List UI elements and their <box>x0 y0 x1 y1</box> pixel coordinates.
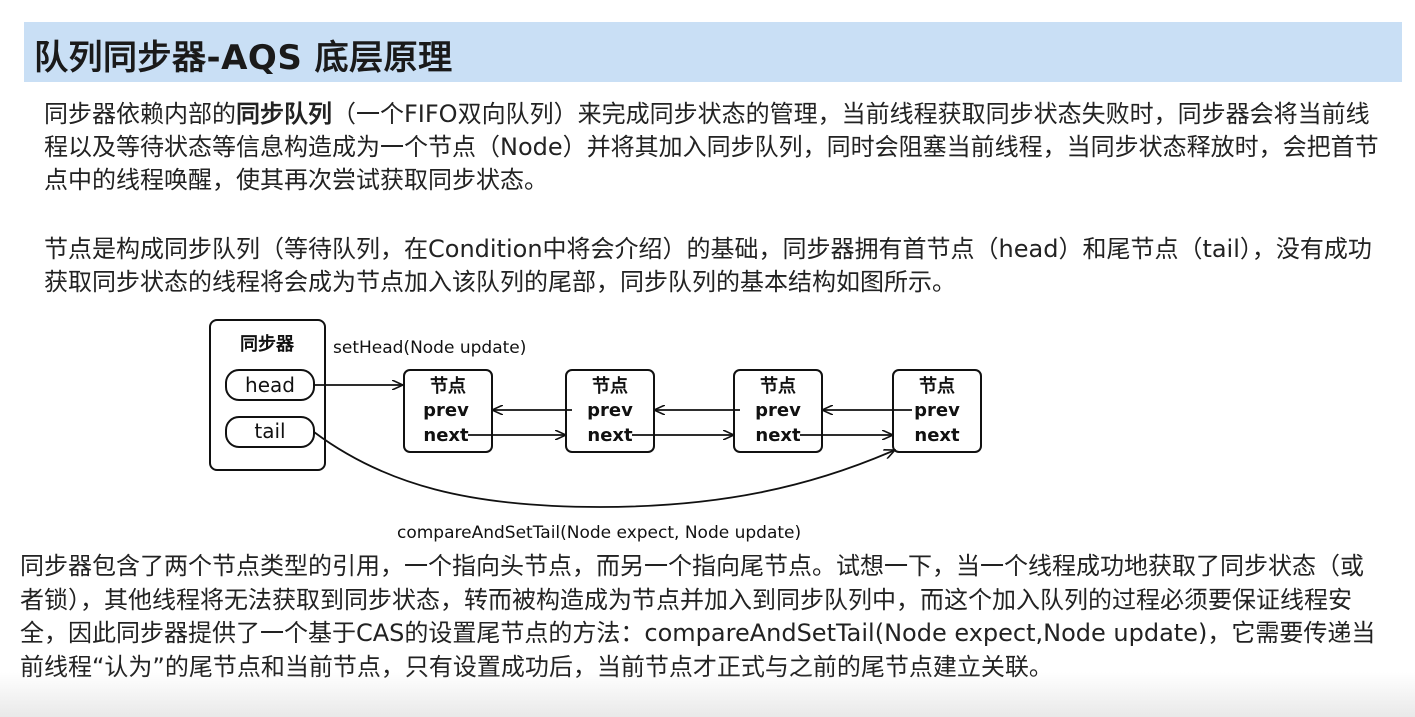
node-prev: prev <box>587 400 633 421</box>
node-title: 节点 <box>760 375 796 397</box>
paragraph-node-structure: 节点是构成同步队列（等待队列，在Condition中将会介绍）的基础，同步器拥有… <box>44 235 1372 296</box>
para1-text-after: （一个FIFO双向队列）来完成同步状态的管理，当前线程获取同步状态失败时，同步器… <box>44 100 1379 194</box>
title-bar: 队列同步器-AQS 底层原理 <box>24 22 1402 82</box>
node-next: next <box>587 425 633 446</box>
page-title: 队列同步器-AQS 底层原理 <box>34 38 453 78</box>
node-title: 节点 <box>430 375 466 397</box>
queue-node-1: 节点 prev next <box>403 369 493 453</box>
node-prev: prev <box>423 400 469 421</box>
node-prev: prev <box>755 400 801 421</box>
node-prev: prev <box>914 400 960 421</box>
tail-label: tail <box>254 419 285 443</box>
para1-bold-term: 同步队列 <box>236 100 332 128</box>
queue-node-2: 节点 prev next <box>565 369 655 453</box>
para1-text-before: 同步器依赖内部的 <box>44 100 236 128</box>
node-next: next <box>755 425 801 446</box>
node-title: 节点 <box>592 375 628 397</box>
node-title: 节点 <box>919 375 955 397</box>
paragraph-sync-queue-intro: 同步器依赖内部的同步队列（一个FIFO双向队列）来完成同步状态的管理，当前线程获… <box>44 98 1389 197</box>
node-box <box>892 369 982 453</box>
queue-node-3: 节点 prev next <box>733 369 823 453</box>
node-next: next <box>423 425 469 446</box>
cas-label: compareAndSetTail(Node expect, Node upda… <box>397 523 801 543</box>
sync-queue-diagram: 同步器 head tail setHead(Node update) 节点 pr… <box>209 319 982 543</box>
paragraph-cas-tail: 同步器包含了两个节点类型的引用，一个指向头节点，而另一个指向尾节点。试想一下，当… <box>20 552 1376 681</box>
head-label: head <box>245 373 295 397</box>
set-head-label: setHead(Node update) <box>333 338 526 358</box>
tail-curve-arrow <box>313 431 895 508</box>
node-next: next <box>914 425 960 446</box>
queue-node-4: 节点 prev next <box>892 369 982 453</box>
synchronizer-label: 同步器 <box>240 333 295 355</box>
